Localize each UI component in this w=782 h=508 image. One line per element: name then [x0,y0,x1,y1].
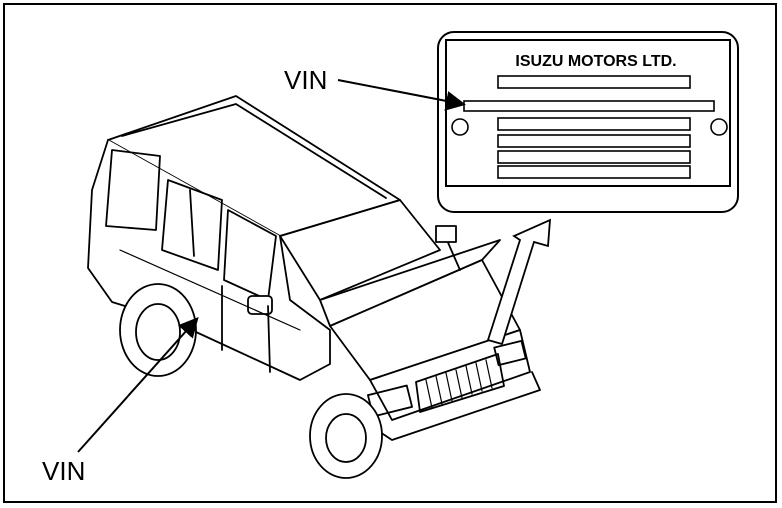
plate-field-2 [497,117,691,131]
plate-field-4 [497,150,691,164]
plate-rivet-right [710,118,728,136]
plate-rivet-left [451,118,469,136]
plate-manufacturer-text: ISUZU MOTORS LTD. [515,53,676,70]
door-vin-label: VIN [42,456,85,486]
plate-vin-label: VIN [284,65,327,95]
vehicle-drawing [87,95,541,479]
plate-field-1 [497,75,691,89]
vin-plate: ISUZU MOTORS LTD. [437,31,739,213]
plate-vin-arrow [337,79,466,111]
plate-field-3 [497,134,691,148]
plate-field-5 [497,165,691,179]
door-vin-arrow [77,317,199,453]
plate-location-arrow [486,218,552,346]
